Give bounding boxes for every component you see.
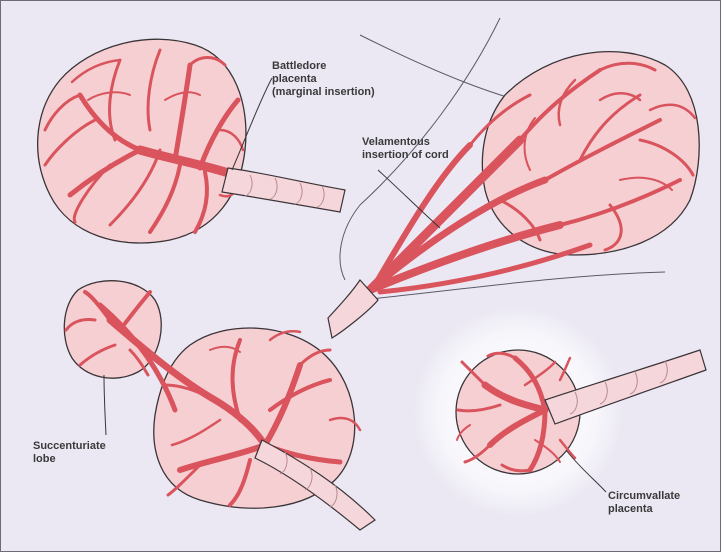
battledore-label: Battledore placenta (marginal insertion)	[272, 60, 375, 99]
circumvallate-placenta	[413, 307, 706, 517]
succenturiate-label: Succenturiate lobe	[33, 440, 106, 466]
velamentous-placenta	[328, 18, 699, 338]
succenturiate-leader-line	[104, 375, 106, 435]
battledore-cord	[222, 168, 345, 212]
velamentous-label: Velamentous insertion of cord	[362, 136, 449, 162]
circumvallate-label: Circumvallate placenta	[608, 490, 680, 516]
